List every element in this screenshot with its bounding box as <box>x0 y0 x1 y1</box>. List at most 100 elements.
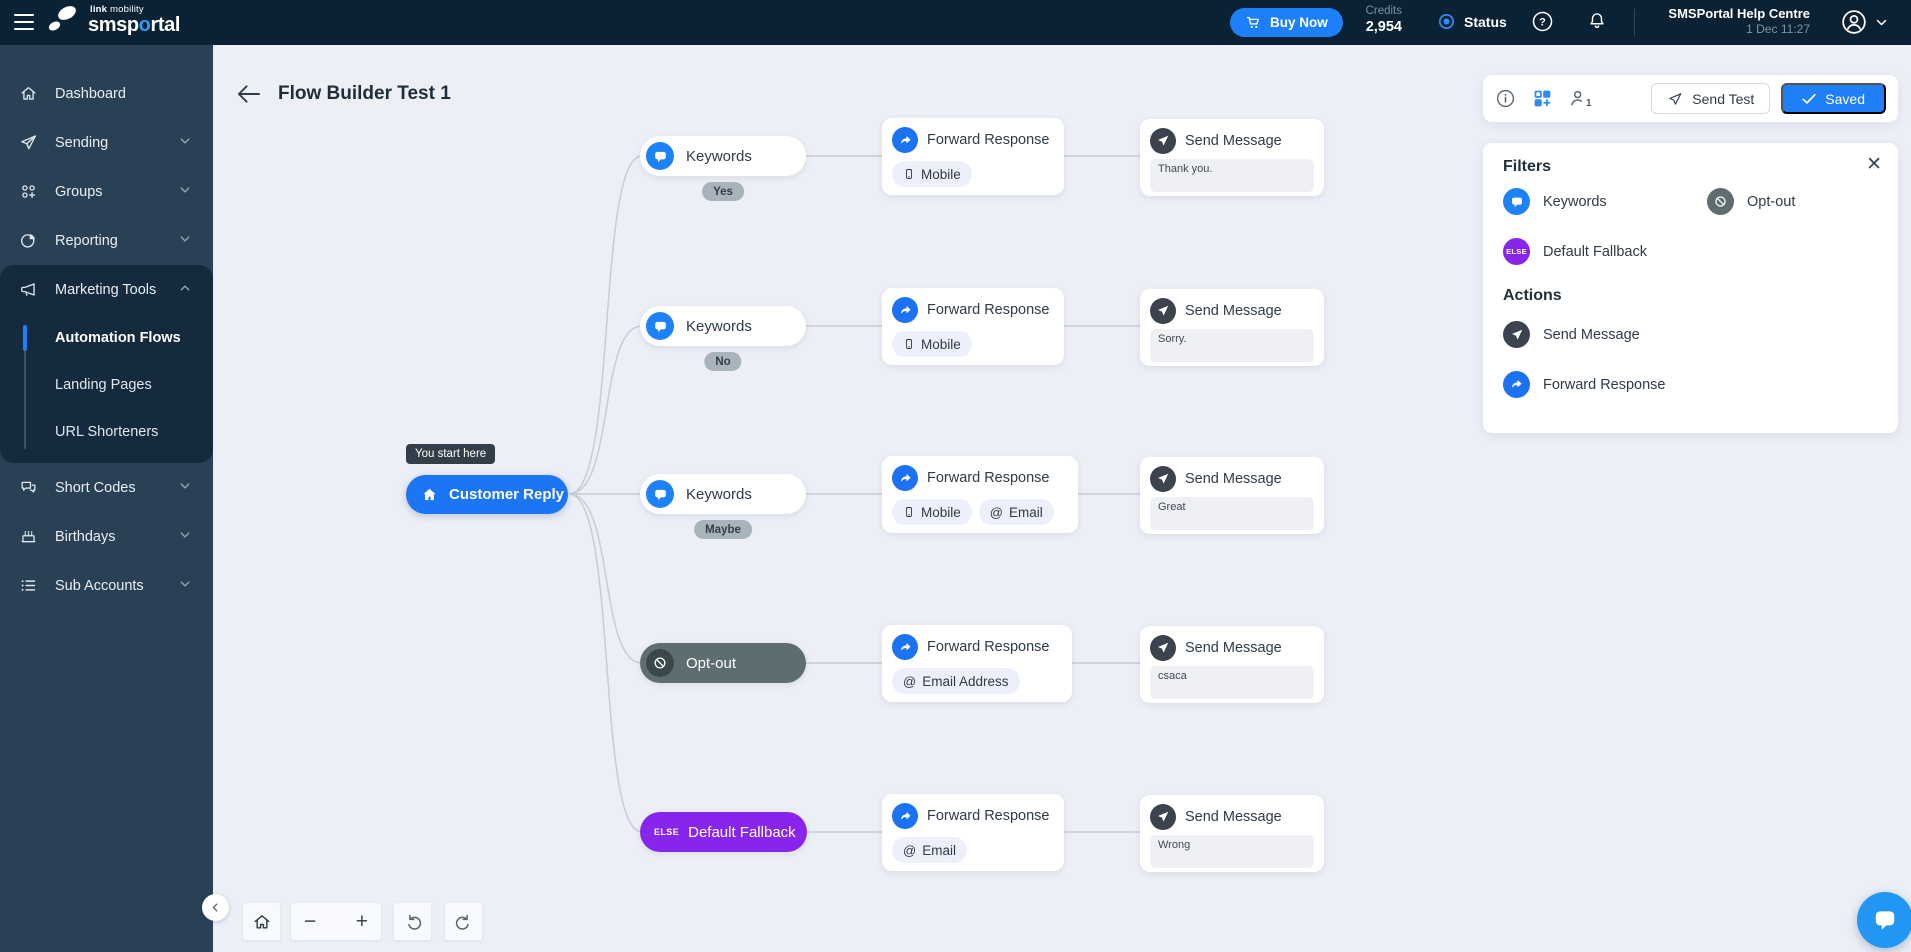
home-icon <box>423 488 436 501</box>
home-icon <box>254 914 269 929</box>
send-message-node[interactable]: Send Message csaca <box>1140 626 1324 703</box>
target-email: @ Email <box>978 499 1054 525</box>
else-badge: ELSE <box>1503 238 1530 265</box>
message-preview: Thank you. <box>1150 159 1314 192</box>
send-test-button[interactable]: Send Test <box>1651 83 1771 114</box>
help-centre-info[interactable]: SMSPortal Help Centre 1 Dec 11:27 <box>1645 6 1810 37</box>
opt-out-node[interactable]: Opt-out <box>640 643 806 683</box>
message-preview: Great <box>1150 497 1314 530</box>
chevron-down-icon <box>179 480 191 496</box>
account-menu[interactable] <box>1840 8 1888 36</box>
sidebar-item-marketing-tools[interactable]: Marketing Tools <box>0 265 213 314</box>
navbar-divider <box>1634 9 1635 36</box>
sidebar-item-groups[interactable]: Groups <box>0 167 213 216</box>
saved-button[interactable]: Saved <box>1781 83 1886 114</box>
forward-response-node[interactable]: Forward Response @ Email Address <box>882 625 1072 702</box>
smsportal-logo[interactable]: link mobility smsportal <box>46 4 180 36</box>
zoom-out-icon[interactable]: − <box>304 910 317 933</box>
help-centre-title: SMSPortal Help Centre <box>1668 6 1810 21</box>
credits-display[interactable]: Credits 2,954 <box>1352 5 1402 35</box>
status-indicator[interactable]: Status <box>1437 12 1507 31</box>
svg-text:?: ? <box>1539 17 1546 29</box>
close-icon[interactable]: ✕ <box>1866 154 1882 175</box>
filter-keywords[interactable]: Keywords <box>1503 188 1607 215</box>
forward-response-node[interactable]: Forward Response Mobile <box>882 118 1064 195</box>
default-fallback-node[interactable]: ELSE Default Fallback <box>640 812 807 852</box>
active-indicator <box>23 325 27 351</box>
forward-response-node[interactable]: Forward Response Mobile <box>882 288 1064 365</box>
redo-button[interactable] <box>445 903 482 940</box>
at-icon: @ <box>903 673 917 689</box>
paper-plane-icon <box>1669 92 1682 105</box>
chat-bubble-icon <box>1875 911 1895 930</box>
chevron-down-icon <box>179 233 191 249</box>
target-email: @ Email <box>892 837 967 863</box>
send-message-node[interactable]: Send Message Great <box>1140 457 1324 534</box>
sidebar-item-short-codes[interactable]: Short Codes <box>0 463 213 512</box>
target-mobile: Mobile <box>892 499 972 525</box>
back-arrow-icon[interactable] <box>237 84 260 104</box>
forward-icon <box>892 297 918 323</box>
target-email-address: @ Email Address <box>892 668 1020 694</box>
marketing-tools-section: Marketing Tools Automation Flows Landing… <box>0 265 213 463</box>
sidebar-item-dashboard[interactable]: Dashboard <box>0 69 213 118</box>
send-message-node[interactable]: Send Message Wrong <box>1140 795 1324 872</box>
actions-heading: Actions <box>1503 287 1562 304</box>
reset-view-button[interactable] <box>243 903 280 940</box>
action-forward-response[interactable]: Forward Response <box>1503 371 1666 398</box>
sidebar-item-sub-accounts[interactable]: Sub Accounts <box>0 561 213 610</box>
cart-icon <box>1246 16 1259 29</box>
chevron-down-icon <box>1876 19 1887 25</box>
undo-icon <box>407 914 421 930</box>
info-icon[interactable] <box>1495 88 1516 109</box>
filter-default-fallback[interactable]: ELSE Default Fallback <box>1503 238 1647 265</box>
top-navbar: link mobility smsportal Buy Now Credits … <box>0 0 1911 45</box>
send-message-node[interactable]: Send Message Sorry. <box>1140 289 1324 366</box>
forward-response-node[interactable]: Forward Response @ Email <box>882 794 1064 871</box>
undo-button[interactable] <box>394 903 431 940</box>
pie-chart-icon <box>18 231 38 250</box>
buy-now-button[interactable]: Buy Now <box>1230 8 1343 37</box>
logo-brand: smsportal <box>88 14 181 37</box>
mobile-icon <box>906 507 912 517</box>
help-icon[interactable]: ? <box>1531 10 1554 38</box>
chat-bubble-icon <box>1503 188 1530 215</box>
at-icon: @ <box>989 504 1003 520</box>
chat-launcher-button[interactable] <box>1857 892 1911 948</box>
send-icon <box>1150 128 1176 154</box>
hamburger-menu-icon[interactable] <box>14 14 34 30</box>
send-message-node[interactable]: Send Message Thank you. <box>1140 119 1324 196</box>
layout-grid-icon[interactable] <box>1532 88 1553 109</box>
chevron-down-icon <box>179 529 191 545</box>
action-send-message[interactable]: Send Message <box>1503 321 1640 348</box>
message-preview: Wrong <box>1150 835 1314 868</box>
keywords-node[interactable]: Keywords No <box>640 306 806 371</box>
forward-response-node[interactable]: Forward Response Mobile @ Email <box>882 456 1078 533</box>
sidebar-item-url-shorteners[interactable]: URL Shorteners <box>55 423 159 440</box>
target-mobile: Mobile <box>892 331 972 357</box>
filter-opt-out[interactable]: Opt-out <box>1707 188 1795 215</box>
sidebar-item-sending[interactable]: Sending <box>0 118 213 167</box>
sidebar-item-automation-flows[interactable]: Automation Flows <box>55 329 181 346</box>
message-preview: Sorry. <box>1150 329 1314 362</box>
collaborators-icon[interactable]: 1 <box>1568 88 1592 109</box>
zoom-in-icon[interactable]: + <box>355 910 368 933</box>
sidebar-item-reporting[interactable]: Reporting <box>0 216 213 265</box>
mobile-icon <box>906 339 912 349</box>
notifications-bell-icon[interactable] <box>1586 10 1608 37</box>
sidebar-item-landing-pages[interactable]: Landing Pages <box>55 376 152 393</box>
home-icon <box>18 84 38 103</box>
groups-icon <box>18 182 38 201</box>
check-icon <box>1802 93 1816 104</box>
keywords-node[interactable]: Keywords Maybe <box>640 474 806 539</box>
collapse-sidebar-button[interactable] <box>202 894 229 921</box>
keywords-node[interactable]: Keywords Yes <box>640 136 806 201</box>
credits-label: Credits <box>1365 5 1402 17</box>
customer-reply-node[interactable]: Customer Reply <box>406 475 568 514</box>
help-centre-datetime: 1 Dec 11:27 <box>1746 22 1810 37</box>
logo-link-mobility: link mobility <box>90 3 144 15</box>
mobile-icon <box>906 169 912 179</box>
credits-value: 2,954 <box>1365 19 1402 35</box>
chevron-down-icon <box>179 184 191 200</box>
sidebar-item-birthdays[interactable]: Birthdays <box>0 512 213 561</box>
